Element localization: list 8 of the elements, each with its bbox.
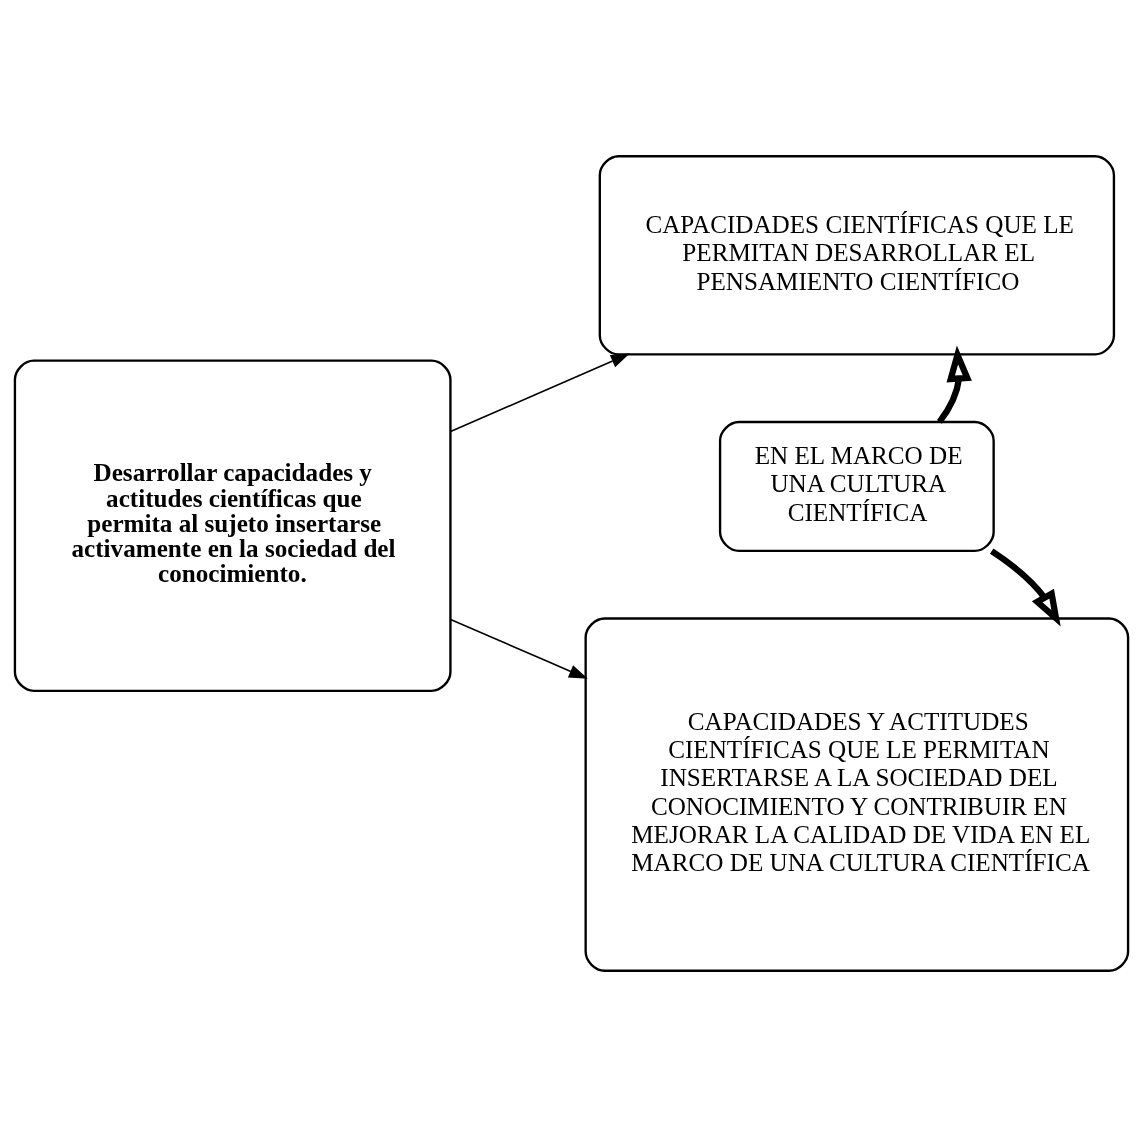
- arrow: [449, 618, 588, 679]
- node-box: CAPACIDADES CIENTÍFICAS QUE LE PERMITAN DESARROLLAR EL PENSAMIENTO CIENTÍFICO: [598, 154, 1116, 356]
- arrow: [449, 353, 630, 432]
- arrow: [989, 547, 1061, 627]
- node-box: CAPACIDADES Y ACTITUDES CIENTÍFICAS QUE LE PERMITAN INSERTARSE A LA SOCIEDAD DEL CONOCIMIENTO Y CONTRIBUIR EN MEJORAR LA CALIDAD DE VIDA EN EL MARCO DE UNA CULTURA CIENTÍFICA: [584, 616, 1130, 972]
- node-box: Desarrollar capacidades y actitudes científicas que permita al sujeto insertarse activamente en la sociedad del conocimiento.: [13, 359, 452, 692]
- node-box: EN EL MARCO DE UNA CULTURA CIENTÍFICA: [718, 420, 995, 552]
- arrow: [936, 344, 972, 424]
